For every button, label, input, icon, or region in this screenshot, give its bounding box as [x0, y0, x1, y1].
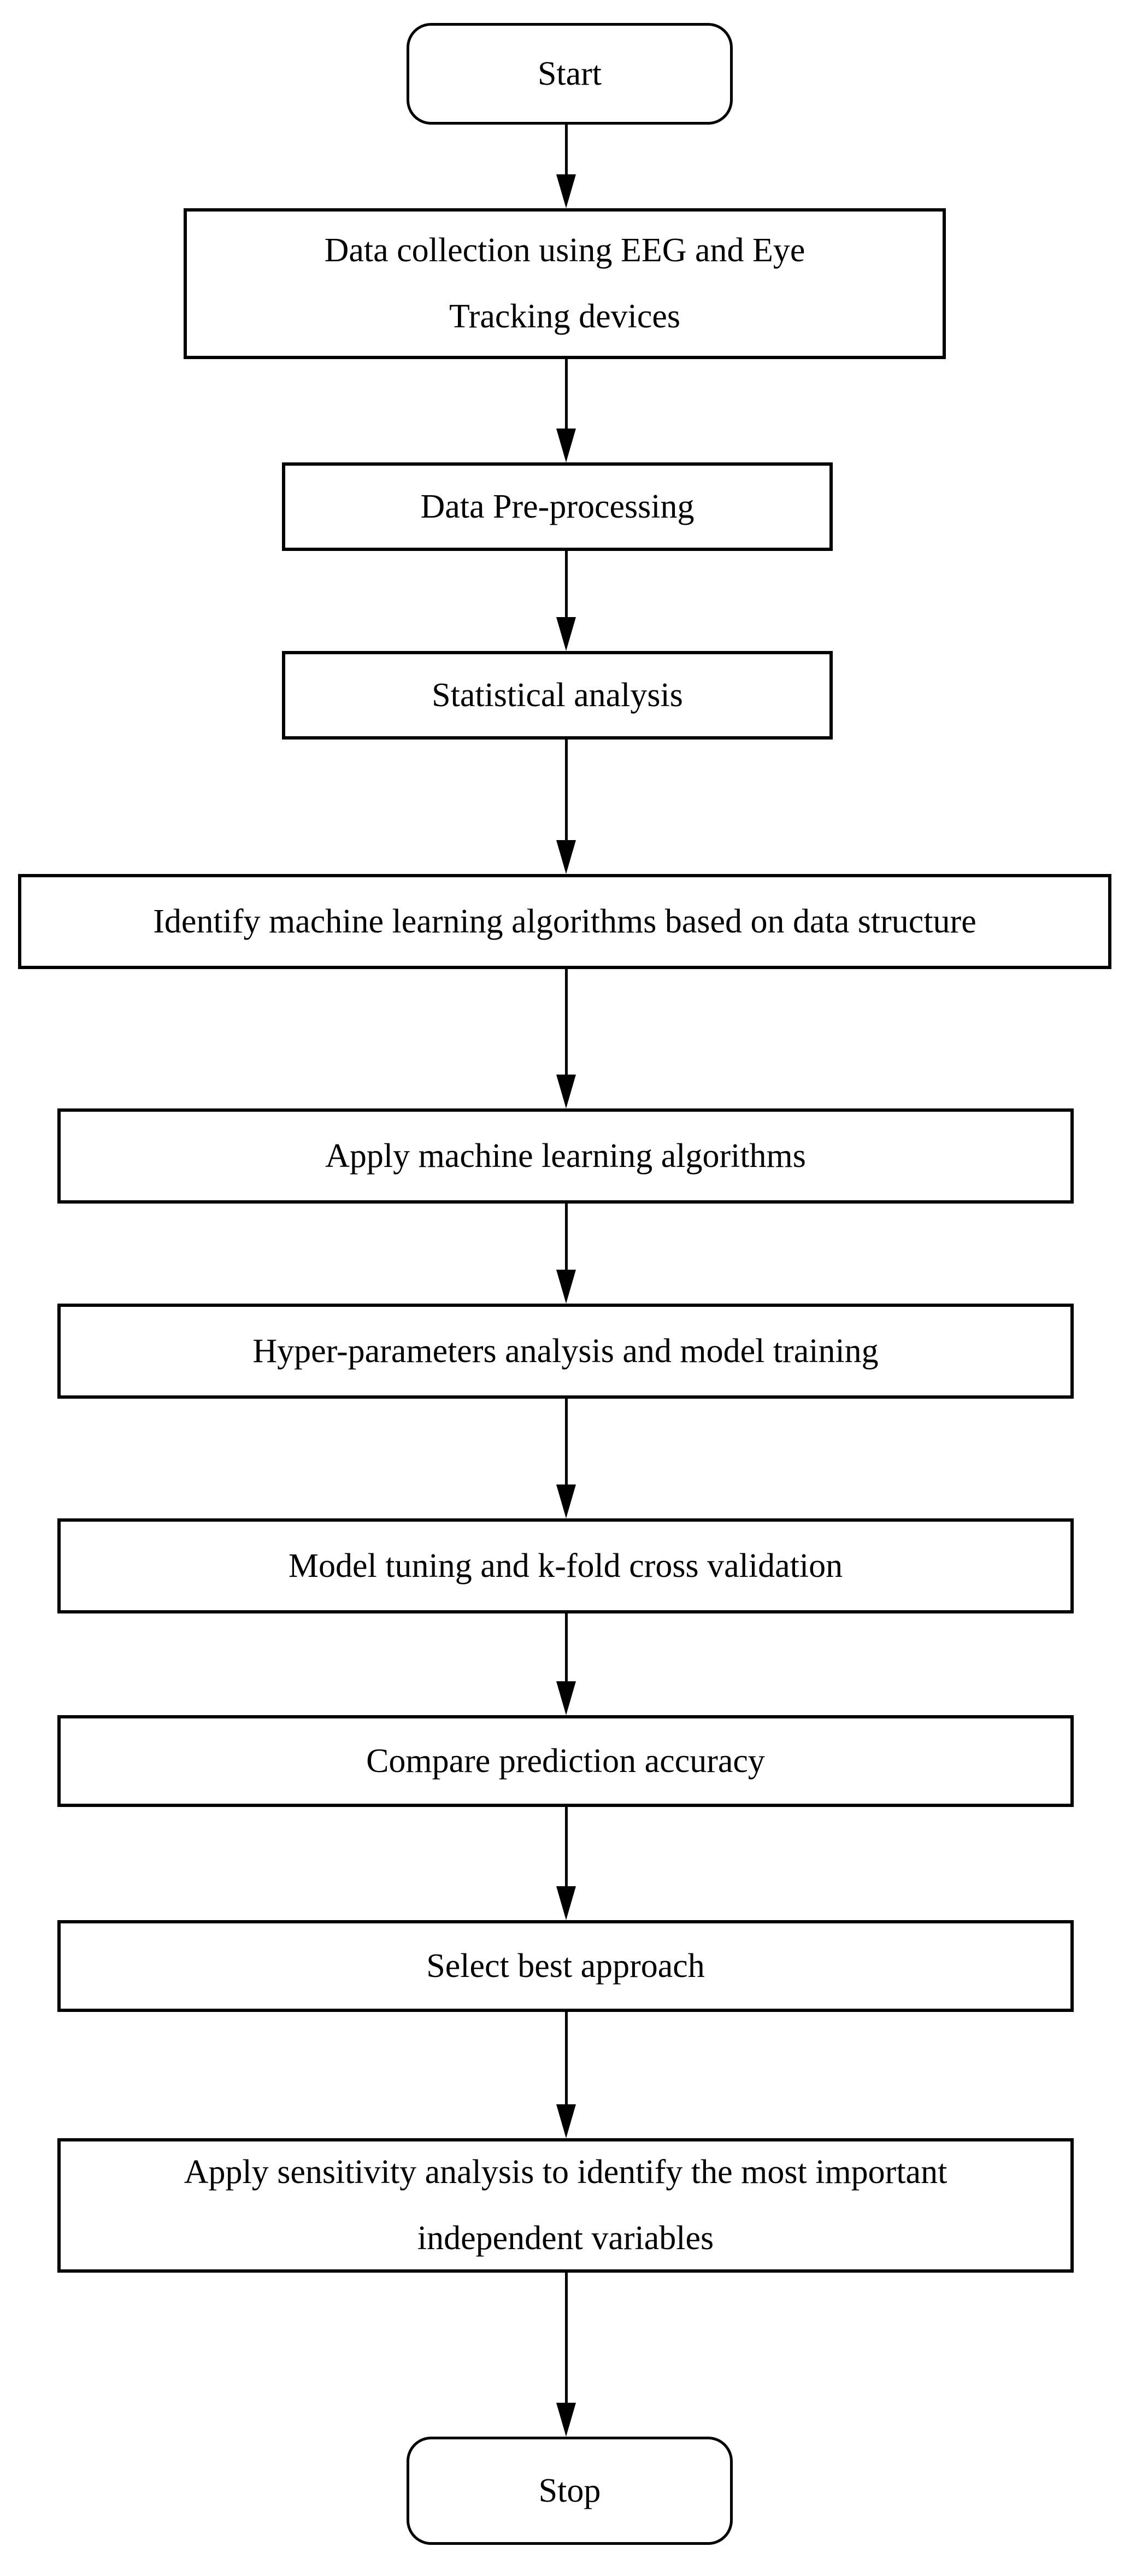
node-identify-ml-algorithms-label: Identify machine learning algorithms bas… — [153, 902, 976, 940]
node-stop-label: Stop — [538, 2472, 601, 2509]
node-data-pre-processing: Data Pre-processing — [282, 462, 833, 551]
node-statistical-analysis: Statistical analysis — [282, 651, 833, 740]
node-hyper-parameters-label: Hyper-parameters analysis and model trai… — [252, 1332, 879, 1370]
arrow-shaft — [564, 551, 568, 617]
arrow-shaft — [564, 1204, 568, 1270]
arrow-shaft — [564, 1399, 568, 1484]
flow-arrow-compare-to-select-best — [555, 1807, 577, 1920]
arrow-down-icon — [556, 174, 576, 208]
node-select-best-approach-label: Select best approach — [426, 1947, 705, 1985]
flow-arrow-identify-to-apply — [555, 969, 577, 1108]
arrow-down-icon — [556, 2104, 576, 2138]
arrow-shaft — [564, 1807, 568, 1886]
node-data-collection: Data collection using EEG and Eye Tracki… — [184, 208, 946, 359]
flow-arrow-model-tuning-to-compare — [555, 1613, 577, 1715]
node-statistical-analysis-label: Statistical analysis — [432, 676, 683, 714]
flow-arrow-apply-to-hyper-parameters — [555, 1204, 577, 1304]
arrow-down-icon — [556, 840, 576, 874]
flow-arrow-data-collection-to-pre-processing — [555, 359, 577, 462]
flow-arrow-sensitivity-to-stop — [555, 2273, 577, 2437]
arrow-shaft — [564, 740, 568, 840]
arrow-shaft — [564, 969, 568, 1075]
arrow-down-icon — [556, 429, 576, 462]
node-compare-accuracy: Compare prediction accuracy — [57, 1715, 1074, 1807]
node-start: Start — [407, 23, 733, 125]
arrow-down-icon — [556, 2403, 576, 2437]
arrow-shaft — [564, 2273, 568, 2403]
flow-arrow-statistical-to-identify — [555, 740, 577, 874]
arrow-down-icon — [556, 1681, 576, 1715]
node-apply-ml-algorithms-label: Apply machine learning algorithms — [325, 1137, 806, 1175]
node-stop: Stop — [407, 2437, 733, 2545]
flow-arrow-start-to-data-collection — [555, 125, 577, 208]
arrow-shaft — [564, 2012, 568, 2104]
flow-arrow-pre-processing-to-statistical — [555, 551, 577, 651]
node-apply-ml-algorithms: Apply machine learning algorithms — [57, 1108, 1074, 1204]
arrow-shaft — [564, 359, 568, 429]
arrow-down-icon — [556, 1270, 576, 1304]
node-compare-accuracy-label: Compare prediction accuracy — [366, 1742, 765, 1780]
arrow-shaft — [564, 1613, 568, 1681]
node-model-tuning: Model tuning and k-fold cross validation — [57, 1518, 1074, 1613]
arrow-down-icon — [556, 1886, 576, 1920]
arrow-shaft — [564, 125, 568, 174]
node-select-best-approach: Select best approach — [57, 1920, 1074, 2012]
node-model-tuning-label: Model tuning and k-fold cross validation — [288, 1547, 843, 1585]
arrow-down-icon — [556, 617, 576, 651]
node-sensitivity-analysis: Apply sensitivity analysis to identify t… — [57, 2138, 1074, 2273]
node-identify-ml-algorithms: Identify machine learning algorithms bas… — [18, 874, 1111, 969]
node-sensitivity-analysis-label: Apply sensitivity analysis to identify t… — [184, 2153, 947, 2257]
flow-arrow-select-best-to-sensitivity — [555, 2012, 577, 2138]
node-start-label: Start — [537, 55, 602, 92]
arrow-down-icon — [556, 1075, 576, 1108]
node-hyper-parameters: Hyper-parameters analysis and model trai… — [57, 1304, 1074, 1399]
node-data-collection-label: Data collection using EEG and Eye Tracki… — [324, 232, 805, 335]
node-data-pre-processing-label: Data Pre-processing — [420, 488, 695, 525]
arrow-down-icon — [556, 1484, 576, 1518]
flow-arrow-hyper-parameters-to-model-tuning — [555, 1399, 577, 1518]
